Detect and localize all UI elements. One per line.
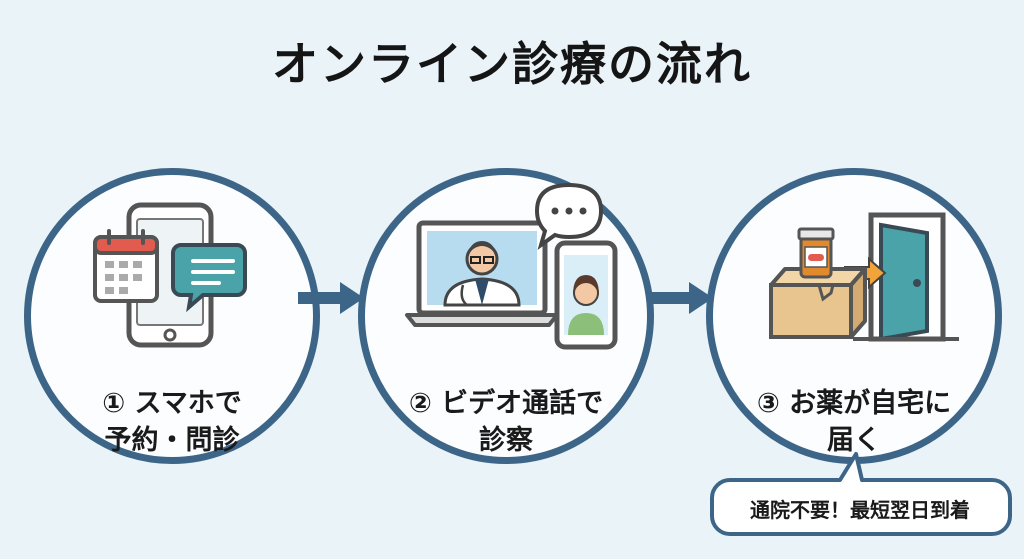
step-1-label-line1: ① スマホで <box>102 388 242 419</box>
video-call-doctor-icon <box>405 182 618 350</box>
step-2-circle: ② ビデオ通話で 診察 <box>358 168 654 464</box>
smartphone-calendar-chat-icon <box>93 202 247 348</box>
step-2-label-line1: ② ビデオ通話で <box>408 388 604 419</box>
arrow-right-icon <box>298 282 364 314</box>
step-1-circle: ① スマホで 予約・問診 <box>24 168 320 464</box>
step-3-label-line2: 届く <box>827 425 881 456</box>
step-2-label-line2: 診察 <box>479 425 533 456</box>
callout-text: 通院不要！最短翌日到着 <box>750 498 970 522</box>
medicine-delivery-door-icon <box>769 212 959 342</box>
speech-bubble-icon <box>710 452 1012 536</box>
step-3-label-line1: ③ お薬が自宅に <box>756 388 952 419</box>
step-3-circle: ③ お薬が自宅に 届く <box>706 168 1002 464</box>
callout-bubble: 通院不要！最短翌日到着 <box>700 444 1020 544</box>
arrow-right-icon <box>647 282 713 314</box>
page-title: オンライン診療の流れ <box>272 37 752 91</box>
step-1-label-line2: 予約・問診 <box>104 425 240 456</box>
